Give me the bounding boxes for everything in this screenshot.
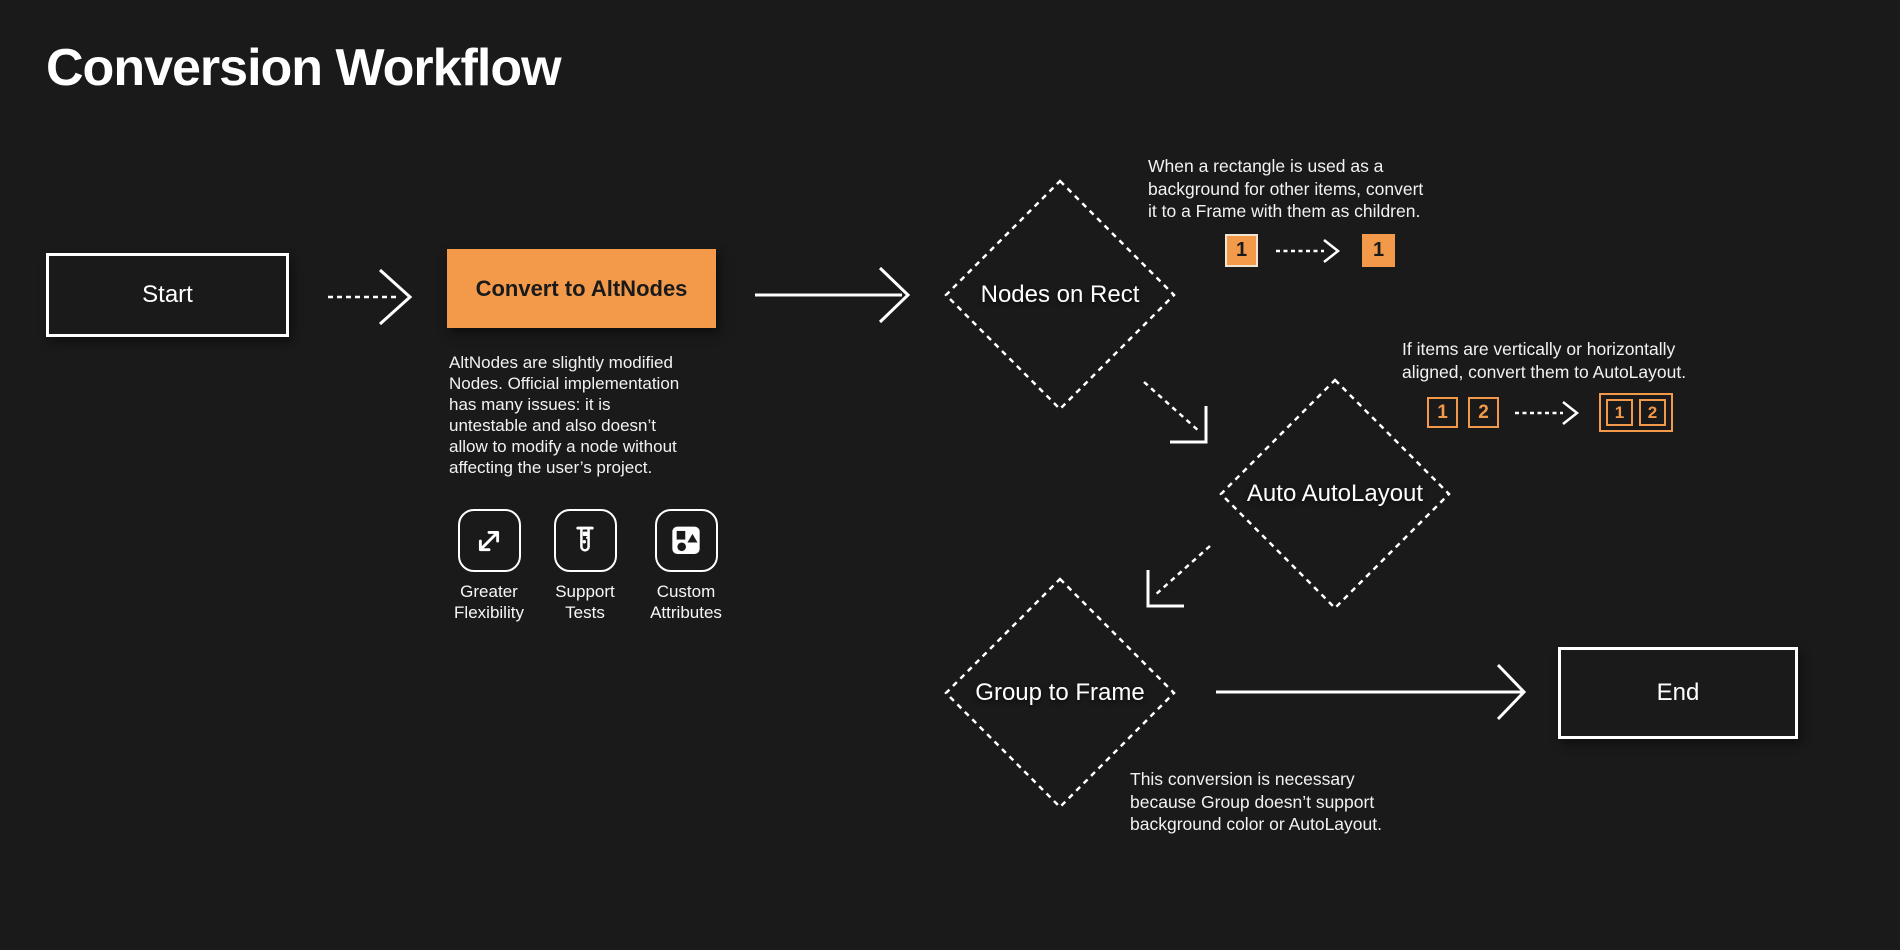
auto-autolayout-note: If items are vertically or horizontally … xyxy=(1402,338,1686,383)
flow-node-group-to-frame: Group to Frame xyxy=(942,575,1178,811)
diamond-outline-icon xyxy=(1219,378,1451,610)
loose-items: 1 2 xyxy=(1427,397,1499,428)
expand-arrows-icon xyxy=(457,509,521,572)
test-tube-icon xyxy=(553,509,617,572)
auto-autolayout-label: Auto AutoLayout xyxy=(1246,480,1424,507)
description-line: affecting the user’s project. xyxy=(449,458,653,477)
connector-nodes-to-autolayout xyxy=(1138,376,1218,452)
small-dashed-arrow-icon xyxy=(1276,238,1341,263)
example-item-2: 2 xyxy=(1468,397,1499,428)
example-item-2: 2 xyxy=(1639,399,1666,426)
example-item-1: 1 xyxy=(1606,399,1633,426)
flow-node-nodes-on-rect: Nodes on Rect xyxy=(942,177,1178,413)
note-line: because Group doesn’t support xyxy=(1130,791,1375,812)
rect-to-frame-example: 1 1 xyxy=(1225,234,1395,267)
feature-support-tests: Support Tests xyxy=(540,509,630,623)
group-to-frame-note: This conversion is necessary because Gro… xyxy=(1130,768,1382,836)
diamond-outline-icon xyxy=(944,179,1176,411)
description-line: allow to modify a node without xyxy=(449,437,677,456)
dashed-arrow-down-right-icon xyxy=(1143,381,1208,444)
note-line: background for other items, convert xyxy=(1148,178,1424,199)
group-to-frame-label: Group to Frame xyxy=(975,679,1145,706)
connector-convert-to-nodes-on-rect xyxy=(750,263,915,327)
nodes-on-rect-label: Nodes on Rect xyxy=(980,281,1140,308)
flow-node-end: End xyxy=(1558,647,1798,739)
altnodes-description: AltNodes are slightly modified Nodes. Of… xyxy=(449,352,679,478)
example-frame-item: 1 xyxy=(1362,234,1395,267)
note-line: aligned, convert them to AutoLayout. xyxy=(1402,361,1687,382)
solid-arrow-right-icon xyxy=(1216,663,1527,721)
shapes-icon xyxy=(654,509,718,572)
page-title: Conversion Workflow xyxy=(46,39,562,97)
feature-custom-attributes: Custom Attributes xyxy=(630,509,742,623)
small-dashed-arrow-icon xyxy=(1515,400,1580,425)
start-label: Start xyxy=(142,281,193,308)
note-line: This conversion is necessary xyxy=(1130,769,1355,789)
description-line: AltNodes are slightly modified xyxy=(449,353,673,372)
description-line: has many issues: it is xyxy=(449,395,611,414)
flow-node-convert-to-altnodes: Convert to AltNodes xyxy=(447,249,716,328)
feature-label: Custom Attributes xyxy=(650,582,722,622)
solid-arrow-right-icon xyxy=(755,266,911,324)
diamond-outline-icon xyxy=(944,577,1176,809)
feature-greater-flexibility: Greater Flexibility xyxy=(438,509,540,623)
note-line: background color or AutoLayout. xyxy=(1130,814,1382,834)
note-line: it to a Frame with them as children. xyxy=(1148,201,1421,221)
feature-label: Support Tests xyxy=(555,582,615,622)
feature-label: Greater Flexibility xyxy=(454,582,524,622)
dashed-arrow-down-left-icon xyxy=(1146,545,1211,608)
description-line: untestable and also doesn’t xyxy=(449,416,656,435)
end-label: End xyxy=(1656,679,1700,706)
connector-start-to-convert xyxy=(322,264,422,330)
autolayout-example: 1 2 1 2 xyxy=(1427,393,1673,432)
example-rect-item: 1 xyxy=(1225,234,1258,267)
convert-label: Convert to AltNodes xyxy=(475,275,688,301)
note-line: When a rectangle is used as a xyxy=(1148,156,1384,176)
connector-group-to-end xyxy=(1210,660,1528,724)
flow-node-auto-autolayout: Auto AutoLayout xyxy=(1217,376,1453,612)
description-line: Nodes. Official implementation xyxy=(449,374,680,393)
flow-node-start: Start xyxy=(46,253,289,337)
dashed-arrow-right-icon xyxy=(328,268,413,326)
autolayout-frame: 1 2 xyxy=(1599,393,1673,432)
connector-autolayout-to-group xyxy=(1138,540,1218,616)
example-item-1: 1 xyxy=(1427,397,1458,428)
note-line: If items are vertically or horizontally xyxy=(1402,339,1676,359)
feature-list: Greater Flexibility Support Tests Custom… xyxy=(438,509,742,623)
nodes-on-rect-note: When a rectangle is used as a background… xyxy=(1148,155,1423,223)
